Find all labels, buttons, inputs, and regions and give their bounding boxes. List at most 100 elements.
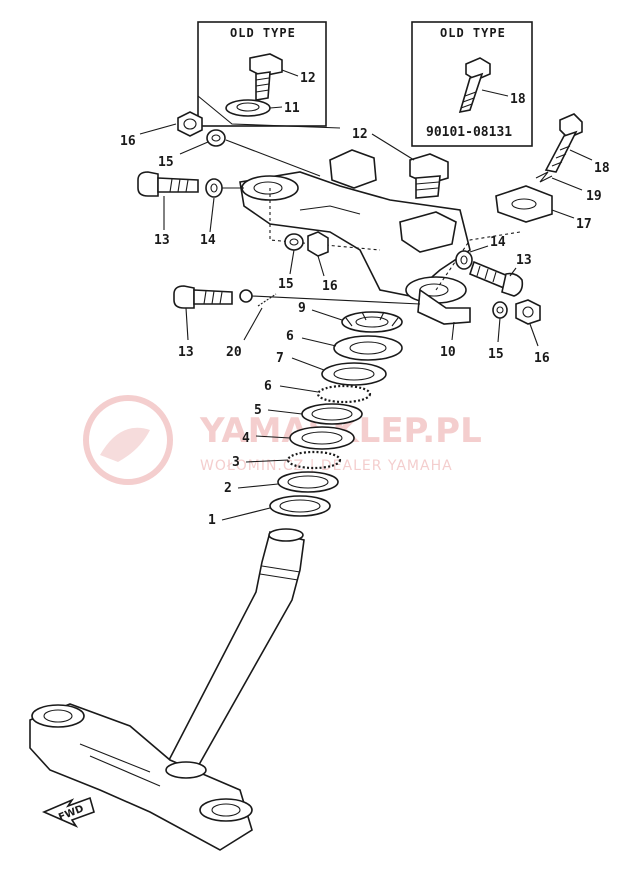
washer-lower-left: [239, 289, 253, 303]
fwd-arrow: [41, 796, 95, 828]
leader-6a: [301, 337, 337, 347]
leader-16b: [317, 255, 325, 277]
bolt-18-shank: [544, 130, 578, 173]
callout-13c: 13: [178, 345, 194, 360]
washer-15-top-hole: [211, 134, 221, 142]
box-right-frame: [411, 21, 533, 147]
callout-13a: 13: [154, 233, 170, 248]
leader-16c: [529, 323, 539, 347]
upper-bracket-pinch: [417, 288, 471, 325]
ball-set-3: [286, 450, 342, 470]
lower-bracket-right-clamp: [199, 798, 253, 822]
callout-1: 1: [208, 513, 216, 528]
stem-thread: [259, 565, 301, 581]
leader-box-right-18: [481, 89, 509, 97]
bolt-13-right-thread: [476, 265, 497, 283]
leader-20: [243, 307, 263, 341]
bolt-13-lower-head: [173, 285, 195, 309]
lower-bracket-left-clamp: [31, 704, 85, 728]
leader-13b: [509, 267, 517, 277]
callout-14a: 14: [200, 233, 216, 248]
bolt-13-upper-thread: [169, 178, 189, 193]
leader-13c: [185, 307, 189, 341]
callout-2: 2: [224, 481, 232, 496]
box-left-frame: [197, 21, 327, 127]
box-right-title: OLD TYPE: [440, 26, 506, 40]
nut-16-right-hole: [522, 306, 534, 318]
nut-16-top: [177, 111, 203, 137]
old-type-box-left: OLD TYPE 12 11: [197, 21, 341, 129]
bearing-race-5-hole: [311, 407, 353, 421]
old-long-bolt-head: [465, 57, 491, 81]
ring-nut-9: [341, 311, 403, 333]
fasteners: [137, 111, 541, 325]
callout-7: 7: [276, 351, 284, 366]
leader-12: [371, 133, 415, 161]
leader-18: [569, 149, 593, 161]
spring-20: [257, 293, 277, 307]
box-left-connector: [197, 95, 341, 129]
washer-15-mid: [284, 233, 304, 251]
seal-1-hole: [279, 499, 321, 513]
bearing-race-7: [321, 362, 387, 386]
washer-15-top: [206, 129, 226, 147]
bearing-race-7-hole: [333, 367, 375, 381]
old-washer: [225, 99, 271, 117]
upper-bracket-rib: [299, 205, 361, 215]
callout-13b: 13: [516, 253, 532, 268]
leader-1: [221, 507, 271, 521]
bearing-race-4-hole: [301, 431, 343, 445]
callout-6a: 6: [286, 329, 294, 344]
upper-bracket-left-bore: [253, 181, 283, 195]
axis-line-top: [225, 139, 321, 177]
leader-7: [291, 357, 325, 371]
watermark-logo: [83, 395, 173, 485]
stem-nut-shank: [415, 175, 441, 199]
box-left-label-12: 12: [300, 71, 316, 86]
old-bolt-head: [249, 53, 283, 77]
leader-9: [311, 309, 343, 321]
callout-4: 4: [242, 431, 250, 446]
holder-17-bore: [511, 198, 537, 210]
callout-19: 19: [586, 189, 602, 204]
callouts: 16 15 12 18 19 17 13 14 15 16 14 13: [120, 123, 610, 528]
construction-line-2: [435, 231, 521, 291]
lower-bracket-ribs: [79, 743, 161, 787]
leader-15c: [497, 317, 501, 343]
callout-16c: 16: [534, 351, 550, 366]
stem-top: [268, 528, 304, 542]
leader-6b: [279, 385, 319, 393]
ring-nut-9-notches: [345, 311, 399, 327]
steering-stem: FWD: [29, 528, 305, 851]
bearing-race-5: [301, 403, 363, 425]
callout-16b: 16: [322, 279, 338, 294]
callout-5: 5: [254, 403, 262, 418]
old-washer-hole: [236, 102, 260, 112]
spring-washer-19: [535, 171, 553, 183]
nut-16-top-hole: [183, 118, 197, 130]
old-long-bolt-shank: [458, 72, 484, 114]
callout-15b: 15: [278, 277, 294, 292]
box-right-label-18: 18: [510, 92, 526, 107]
leader-5: [267, 409, 303, 415]
cover-8-hole: [349, 341, 387, 355]
callout-6b: 6: [264, 379, 272, 394]
callout-14b: 14: [490, 235, 506, 250]
leader-17: [551, 209, 575, 219]
axis-line-lower: [251, 295, 421, 305]
leader-box-left-11: [269, 106, 283, 109]
handlebar-holder-left: [329, 149, 377, 189]
bearing-race-4: [289, 426, 355, 450]
callout-20: 20: [226, 345, 242, 360]
bearing-race-2-hole: [287, 475, 329, 489]
leader-16a: [139, 123, 177, 135]
nut-16-right: [515, 299, 541, 325]
leader-10: [451, 321, 455, 341]
old-bolt-thread: [255, 77, 270, 93]
leader-box-left-12: [281, 69, 299, 77]
bearing-race-2: [277, 471, 339, 493]
callout-17: 17: [576, 217, 592, 232]
leader-14a: [209, 197, 215, 233]
callout-12: 12: [352, 127, 368, 142]
